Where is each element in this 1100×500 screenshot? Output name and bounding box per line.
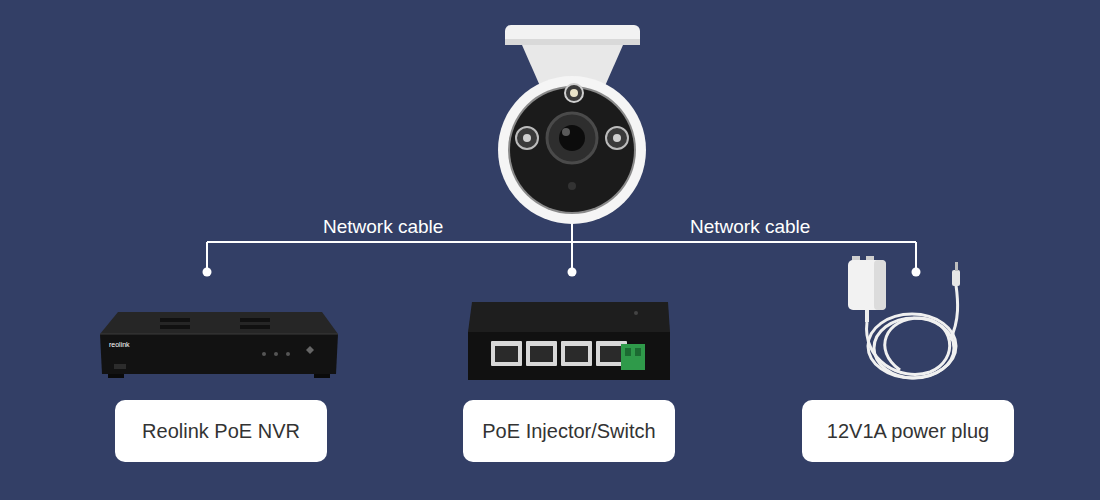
device-label-box: PoE Injector/Switch [463, 400, 675, 462]
connector-dots [203, 268, 921, 277]
device-label-box: 12V1A power plug [802, 400, 1014, 462]
device-label-box: Reolink PoE NVR [115, 400, 327, 462]
device-name: Reolink PoE NVR [142, 420, 300, 443]
nvr-illustration [100, 312, 338, 378]
camera-illustration [498, 25, 646, 224]
cable-label: Network cable [690, 216, 810, 238]
cable-label: Network cable [323, 216, 443, 238]
brand-logo: reolink [109, 341, 130, 348]
poe-switch-illustration [468, 302, 670, 380]
device-name: 12V1A power plug [827, 420, 989, 443]
power-plug-illustration [848, 256, 960, 378]
device-name: PoE Injector/Switch [482, 420, 655, 443]
